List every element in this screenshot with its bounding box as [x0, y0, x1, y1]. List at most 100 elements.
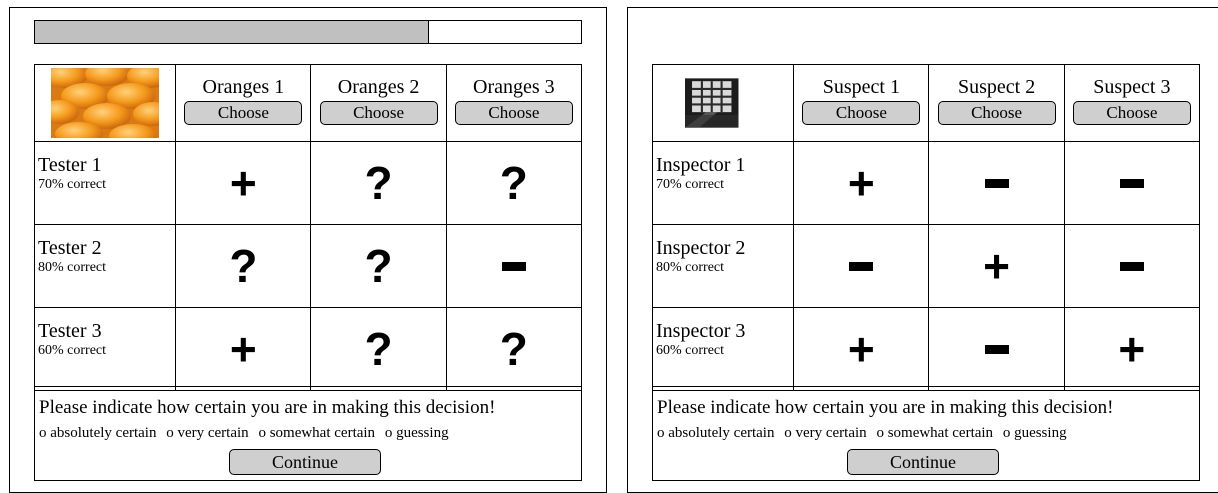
minus-icon — [1119, 178, 1144, 188]
minus-icon — [849, 261, 874, 271]
rating-mark — [447, 225, 581, 307]
decision-matrix: Suspect 1 Choose Suspect 2 Choose Suspec… — [651, 64, 1201, 391]
rating-mark: ? — [499, 323, 528, 375]
table-row: Tester 1 70% correct + ? ? — [33, 141, 583, 225]
rater-accuracy: 80% correct — [38, 260, 107, 275]
rating-mark — [929, 308, 1063, 390]
thumbnail-cell — [33, 64, 177, 142]
choose-button-3[interactable]: Choose — [454, 101, 573, 125]
table-row: Tester 3 60% correct + ? ? — [33, 307, 583, 391]
certainty-option-somewhat[interactable]: o somewhat certain — [258, 425, 376, 441]
rating-cell — [928, 141, 1065, 225]
choose-button-3[interactable]: Choose — [1072, 101, 1191, 125]
rating-cell: + — [793, 307, 930, 391]
certainty-question: Please indicate how certain you are in m… — [39, 397, 496, 418]
certainty-options: o absolutely certain o very certain o so… — [39, 424, 455, 442]
rater-name: Tester 1 — [38, 154, 102, 176]
option-header-1: Oranges 1 Choose — [175, 64, 312, 142]
rating-cell — [1063, 141, 1201, 225]
option-label: Oranges 1 — [202, 76, 285, 98]
rating-cell: ? — [310, 307, 447, 391]
rating-mark: + — [229, 157, 257, 209]
rating-cell: ? — [445, 141, 583, 225]
rater-name: Inspector 3 — [656, 320, 746, 342]
certainty-options: o absolutely certain o very certain o so… — [657, 424, 1073, 442]
option-label: Oranges 3 — [473, 76, 555, 98]
rating-cell: + — [1063, 307, 1201, 391]
certainty-option-guessing[interactable]: o guessing — [384, 425, 449, 441]
option-label: Oranges 2 — [337, 76, 420, 98]
option-header-3: Oranges 3 Choose — [445, 64, 583, 142]
minus-icon — [984, 178, 1009, 188]
table-row: Tester 2 80% correct ? ? — [33, 224, 583, 308]
continue-button[interactable]: Continue — [229, 449, 381, 475]
choose-button-1[interactable]: Choose — [802, 101, 921, 125]
rating-cell — [928, 307, 1065, 391]
rater-cell: Inspector 2 80% correct — [651, 224, 795, 308]
rating-cell: ? — [310, 224, 447, 308]
rating-mark — [929, 142, 1063, 224]
rating-cell: ? — [310, 141, 447, 225]
rating-cell — [1063, 224, 1201, 308]
rater-name: Tester 2 — [38, 237, 102, 259]
progress-bar — [34, 20, 582, 44]
option-header-2: Oranges 2 Choose — [310, 64, 447, 142]
certainty-option-very[interactable]: o very certain — [784, 425, 867, 441]
rater-accuracy: 60% correct — [656, 343, 725, 358]
certainty-option-absolutely[interactable]: o absolutely certain — [657, 425, 775, 441]
rating-mark: ? — [229, 240, 258, 292]
option-header-3: Suspect 3 Choose — [1063, 64, 1201, 142]
minus-icon — [501, 261, 526, 271]
choose-button-2[interactable]: Choose — [937, 101, 1056, 125]
rater-name: Tester 3 — [38, 320, 102, 342]
certainty-option-very[interactable]: o very certain — [166, 425, 249, 441]
rater-accuracy: 70% correct — [38, 177, 107, 192]
rating-mark: + — [847, 157, 875, 209]
rating-cell: + — [175, 141, 312, 225]
table-row: Inspector 1 70% correct + — [651, 141, 1201, 225]
option-header-1: Suspect 1 Choose — [793, 64, 930, 142]
rating-cell — [793, 224, 930, 308]
rater-name: Inspector 1 — [656, 154, 746, 176]
rater-cell: Tester 1 70% correct — [33, 141, 177, 225]
rater-cell: Inspector 1 70% correct — [651, 141, 795, 225]
right-panel: Suspect 1 Choose Suspect 2 Choose Suspec… — [627, 7, 1218, 493]
rating-mark: ? — [364, 157, 393, 209]
rater-cell: Inspector 3 60% correct — [651, 307, 795, 391]
option-label: Suspect 3 — [1093, 76, 1171, 98]
option-header-2: Suspect 2 Choose — [928, 64, 1065, 142]
choose-button-2[interactable]: Choose — [319, 101, 438, 125]
minus-icon — [1119, 261, 1144, 271]
certainty-question: Please indicate how certain you are in m… — [657, 397, 1114, 418]
rater-name: Inspector 2 — [656, 237, 746, 259]
rating-mark — [794, 225, 928, 307]
rating-cell: ? — [445, 307, 583, 391]
table-row: Inspector 2 80% correct + — [651, 224, 1201, 308]
rater-cell: Tester 3 60% correct — [33, 307, 177, 391]
continue-button[interactable]: Continue — [847, 449, 999, 475]
rating-mark: ? — [364, 323, 393, 375]
option-label: Suspect 2 — [957, 76, 1036, 98]
oranges-photo — [51, 68, 160, 138]
certainty-option-guessing[interactable]: o guessing — [1002, 425, 1067, 441]
thumbnail-cell — [651, 64, 795, 142]
choose-button-1[interactable]: Choose — [184, 101, 303, 125]
minus-icon — [984, 344, 1009, 354]
certainty-option-absolutely[interactable]: o absolutely certain — [39, 425, 157, 441]
rating-mark: + — [983, 240, 1011, 292]
rating-mark — [1065, 142, 1199, 224]
rating-cell: + — [928, 224, 1065, 308]
option-label: Suspect 1 — [822, 76, 900, 98]
rater-accuracy: 70% correct — [656, 177, 725, 192]
table-row: Inspector 3 60% correct + + — [651, 307, 1201, 391]
window-photo — [685, 78, 739, 128]
rating-mark: + — [1118, 323, 1146, 375]
certainty-option-somewhat[interactable]: o somewhat certain — [876, 425, 994, 441]
certainty-box: Please indicate how certain you are in m… — [652, 386, 1200, 481]
rating-cell: ? — [175, 224, 312, 308]
progress-fill — [35, 21, 430, 43]
rating-mark: + — [229, 323, 257, 375]
certainty-box: Please indicate how certain you are in m… — [34, 386, 582, 481]
rating-mark: ? — [499, 157, 528, 209]
rating-mark — [1065, 225, 1199, 307]
